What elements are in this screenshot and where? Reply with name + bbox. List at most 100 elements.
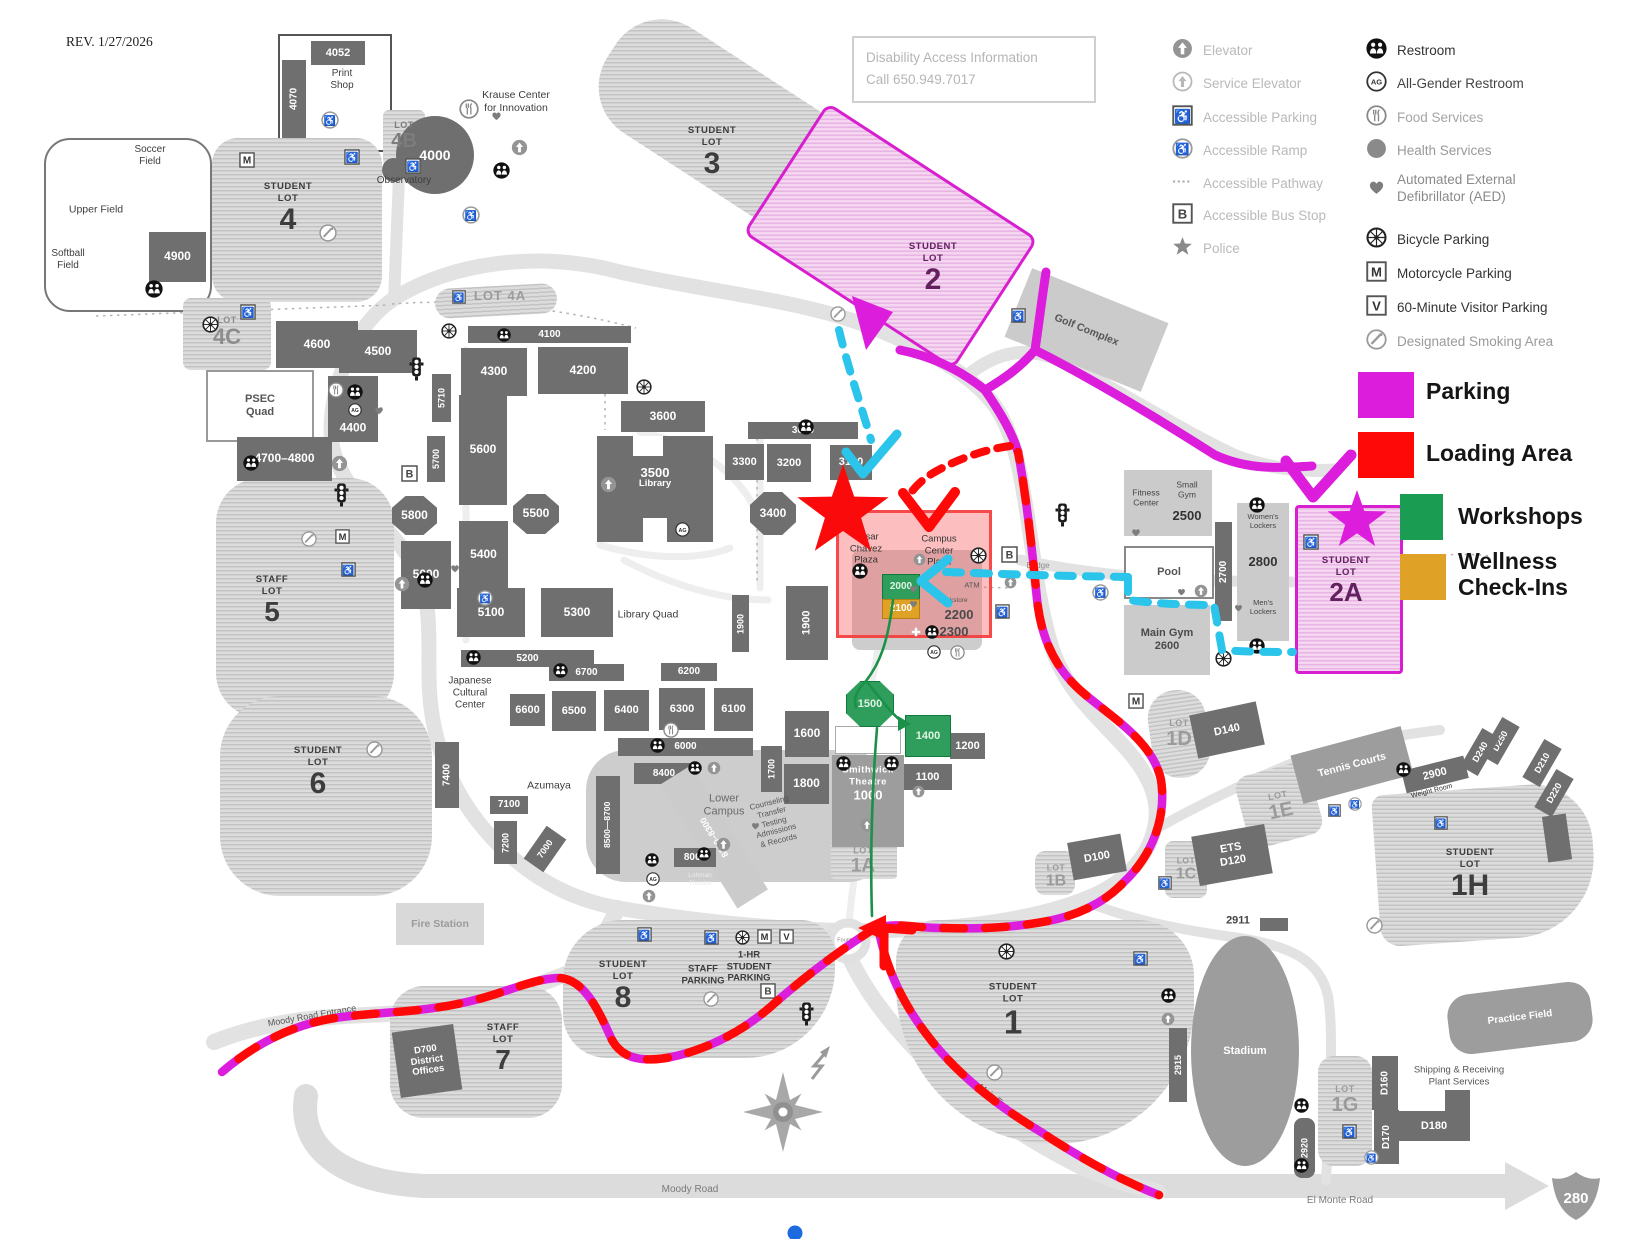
building-6500: 6500 [552,691,596,731]
restroom-icon [688,761,702,775]
restroom-icon [347,384,363,400]
building-d700: D700 District Offices [391,1024,463,1098]
building-5500: 5500 [513,494,559,534]
building-4200: 4200 [538,347,628,394]
svg-text:♿: ♿ [1175,142,1189,156]
legend-label: Accessible Ramp [1203,142,1308,158]
health-icon [1366,138,1387,164]
svg-text:M: M [339,532,347,542]
building-1400: 1400 [905,715,951,757]
ag-icon: AG [1366,71,1387,97]
library-notch-bottom [643,518,667,542]
label-soccer-field: Soccer Field [134,143,166,167]
svg-text:♿: ♿ [1343,1126,1355,1138]
acc-icon: ♿ [1328,804,1341,817]
legend-overlay-label-workshops: Workshops [1458,503,1583,529]
building-3200: 3200 [767,444,811,482]
restroom-icon [650,738,665,753]
building-3100: 3100 [830,445,872,480]
building-4070: 4070 [282,60,306,138]
restroom-icon [466,650,481,665]
label-observatory: Observatory [376,174,432,186]
building-6600: 6600 [510,694,545,726]
label-2800: 2800 [1248,554,1278,570]
heart-icon [750,820,761,831]
legend-label: Service Elevator [1203,75,1302,91]
legend-item-designated-smoking-area: Designated Smoking Area [1366,329,1553,355]
label-softball-field: Softball Field [51,247,85,271]
legend-item-food-services: Food Services [1366,105,1483,131]
building-3300: 3300 [725,444,764,480]
svg-text:AG: AG [649,877,657,883]
visitor-icon: V [779,929,794,944]
elev-icon [913,553,926,566]
restroom-icon [836,756,851,771]
label-2200: 2200 [944,607,974,623]
svg-text:♿: ♿ [407,160,420,173]
label-campus-center-plaza: Campus Center Plaza [921,533,957,568]
building-d160: D160 [1372,1056,1398,1110]
loading-entry-arrow [858,915,886,941]
acc-icon: ♿ [344,149,360,165]
moto-icon: M [1128,693,1144,709]
heart-icon [1176,586,1187,597]
building-5700: 5700 [427,436,445,482]
disability-access-line1: Disability Access Information [866,50,1038,65]
label-fountain: Fountain [837,937,859,944]
practice-field: Practice Field [1444,979,1596,1057]
ag-icon: AG [675,522,690,537]
svg-text:V: V [1372,298,1381,313]
legend-item-health-services: Health Services [1366,138,1492,164]
svg-text:♿: ♿ [1329,806,1340,816]
legend-item-accessible-pathway: Accessible Pathway [1172,171,1323,197]
food-icon [950,645,965,660]
visitor-icon: V [1366,295,1387,321]
legend-swatch-wellness-check-ins [1400,554,1446,600]
building-5710: 5710 [432,374,451,422]
legend-label: Accessible Pathway [1203,175,1324,191]
restroom-icon [1366,38,1387,64]
restroom-icon [1294,1098,1309,1113]
restroom-icon [417,572,433,588]
building-4500: 4500 [339,330,417,373]
elev-icon [394,576,410,592]
svg-text:♿: ♿ [1305,536,1318,549]
food-icon [328,382,344,398]
label-womens-lockers: Women's Lockers [1247,511,1279,530]
label-upper-field: Upper Field [68,203,124,216]
pathway-icon [1172,171,1193,197]
svg-text:♿: ♿ [453,292,464,303]
restroom-icon [1294,1158,1309,1173]
moto-icon: M [239,152,255,168]
svg-text:B: B [406,468,414,480]
svg-text:♿: ♿ [480,594,491,604]
legend-label: Police [1203,240,1240,256]
fields-box [44,138,212,312]
ramp-icon: ♿ [462,206,480,224]
building-1900: 1900 [786,586,828,660]
restroom-icon [243,455,259,471]
svg-text:AG: AG [351,408,359,414]
svg-text:AG: AG [1371,78,1382,87]
moto-icon: M [1366,261,1387,287]
bike-icon [1366,227,1387,253]
building-1100: 1100 [903,764,952,790]
building-8500-8700: 8500—8700 [596,776,620,874]
building-1700: 1700 [761,746,782,792]
legend-label: Motorcycle Parking [1397,265,1512,281]
bike-icon [735,930,750,945]
legend-item-elevator: Elevator [1172,38,1253,64]
building-7200: 7200 [494,821,517,864]
building-6000: 6000 [618,738,753,756]
label-mens-lockers: Men's Lockers [1249,597,1277,616]
smoke-icon [830,306,846,322]
label-cesar-chavez-plaza: Cesar Chavez Plaza [849,531,883,566]
building-5300: 5300 [541,588,613,637]
psec-quad-box: PSEC Quad [206,370,314,442]
